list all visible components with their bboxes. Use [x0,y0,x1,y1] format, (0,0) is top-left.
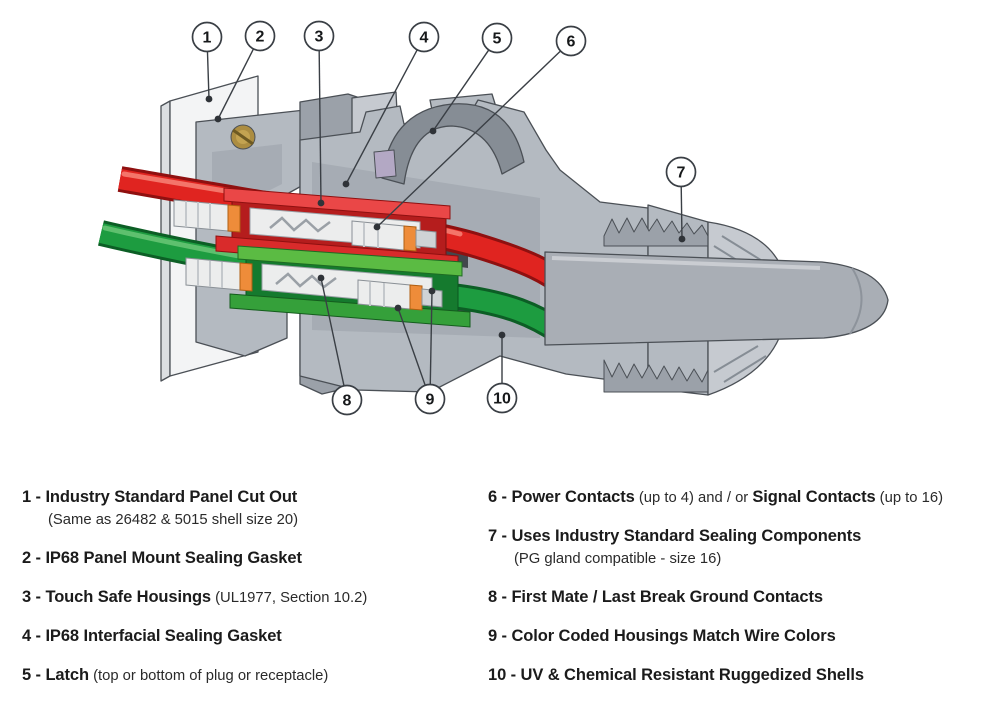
leader-line-6 [376,50,562,228]
callout-number-6: 6 [567,34,576,51]
leader-line-3 [318,50,322,204]
legend-item: 6 - Power Contacts (up to 4) and / or Si… [488,486,993,509]
callout-number-2: 2 [256,29,265,46]
cable-jacket [544,251,889,346]
legend-item-text: 9 - Color Coded Housings Match Wire Colo… [488,625,993,648]
callout-5 [481,22,513,54]
callout-number-4: 4 [420,30,429,47]
leader-dot-6 [373,223,381,231]
legend-item: 10 - UV & Chemical Resistant Ruggedized … [488,664,993,687]
callout-6 [555,25,587,57]
leader-dot-1 [205,95,213,103]
legend-item-text: 6 - Power Contacts (up to 4) and / or Si… [488,486,993,509]
legend-item-text: 10 - UV & Chemical Resistant Ruggedized … [488,664,993,687]
legend-text-bold: 1 - Industry Standard Panel Cut Out [22,488,298,506]
callout-number-9: 9 [426,392,435,409]
legend-text-bold: 6 - Power Contacts [488,488,635,506]
leader-dot-9 [428,287,436,295]
legend-item-text: 1 - Industry Standard Panel Cut Out [22,486,477,509]
latch [381,103,525,185]
leader-line-8 [320,277,345,386]
legend-text-regular: (UL1977, Section 10.2) [211,590,368,606]
legend-item: 9 - Color Coded Housings Match Wire Colo… [488,625,993,648]
legend-column-right: 6 - Power Contacts (up to 4) and / or Si… [488,486,993,703]
leader-dot-8 [317,274,325,282]
legend-item-subtext: (Same as 26482 & 5015 shell size 20) [48,512,299,528]
leader-dot-3 [317,199,325,207]
legend-text-bold: 7 - Uses Industry Standard Sealing Compo… [488,527,862,545]
legend-item: 7 - Uses Industry Standard Sealing Compo… [488,525,993,570]
legend-item: 3 - Touch Safe Housings (UL1977, Section… [22,586,477,609]
leader-dot-2 [214,115,222,123]
callout-8 [331,384,363,416]
callout-layer: 1 2 3 4 5 6 7 8 9 10 [191,20,697,416]
legend-item-text: 2 - IP68 Panel Mount Sealing Gasket [22,547,477,570]
callout-3 [303,20,335,52]
connector-cutaway-illustration: 1 2 3 4 5 6 7 8 9 10 [98,20,889,416]
leader-dot-10 [498,331,506,339]
callout-number-10: 10 [493,391,511,408]
legend-text-bold: 5 - Latch [22,666,89,684]
callout-number-1: 1 [203,30,212,47]
leader-line-1 [206,51,210,100]
legend-item-text: 3 - Touch Safe Housings (UL1977, Section… [22,586,477,609]
leader-dot-7 [678,235,686,243]
legend-item: 1 - Industry Standard Panel Cut Out (Same… [22,486,477,531]
callout-9 [414,383,446,415]
legend-item-text: 7 - Uses Industry Standard Sealing Compo… [488,525,993,548]
ground-contact-green-left [185,257,253,292]
callout-7 [665,156,697,188]
legend-text-bold: 8 - First Mate / Last Break Ground Conta… [488,588,823,606]
leader-dot-4 [342,180,350,188]
leader-line-7 [680,186,683,240]
legend-column-left: 1 - Industry Standard Panel Cut Out (Same… [22,486,477,703]
legend-item-text: 8 - First Mate / Last Break Ground Conta… [488,586,993,609]
leader-line-9 [397,307,426,386]
interfacial-gasket [373,149,397,179]
power-contact-red-left [173,199,241,233]
legend-text-bold: Signal Contacts [752,488,876,506]
legend-item: 8 - First Mate / Last Break Ground Conta… [488,586,993,609]
leader-line-4 [345,49,418,185]
callout-number-3: 3 [315,29,324,46]
legend-text-bold: 2 - IP68 Panel Mount Sealing Gasket [22,549,302,567]
callout-2 [244,20,276,52]
callout-number-8: 8 [343,393,352,410]
leader-dot-9 [394,304,402,312]
legend-item: 2 - IP68 Panel Mount Sealing Gasket [22,547,477,570]
callout-number-5: 5 [493,31,502,48]
legend-text-regular: (up to 4) and / or [634,490,753,506]
orange-seal-ring [403,225,417,252]
orange-seal-ring [409,284,423,311]
legend-text-bold: 10 - UV & Chemical Resistant Ruggedized … [488,666,864,684]
legend-text-bold: 3 - Touch Safe Housings [22,588,211,606]
legend-text-regular: (up to 16) [875,490,943,506]
power-contact-red-right [351,220,437,252]
legend-item: 4 - IP68 Interfacial Sealing Gasket [22,625,477,648]
leader-line-9 [429,290,433,385]
leader-dot-5 [429,127,437,135]
orange-seal-ring [227,204,241,233]
legend-item-text: 4 - IP68 Interfacial Sealing Gasket [22,625,477,648]
legend-text-bold: 4 - IP68 Interfacial Sealing Gasket [22,627,282,645]
legend-item-subtext: (PG gland compatible - size 16) [514,551,722,567]
screw [230,124,256,150]
green-contact-housing [185,245,471,328]
legend-item: 5 - Latch (top or bottom of plug or rece… [22,664,477,687]
callout-1 [191,21,223,53]
orange-seal-ring [239,262,253,292]
callout-number-7: 7 [677,165,686,182]
leader-line-2 [217,48,255,120]
ground-contact-green-right [357,279,443,311]
leader-line-5 [432,49,490,132]
callout-10 [486,382,518,414]
legend-item-text: 5 - Latch (top or bottom of plug or rece… [22,664,477,687]
legend-text-bold: 9 - Color Coded Housings Match Wire Colo… [488,627,836,645]
legend-text-regular: (top or bottom of plug or receptacle) [88,668,329,684]
callout-4 [408,21,440,53]
